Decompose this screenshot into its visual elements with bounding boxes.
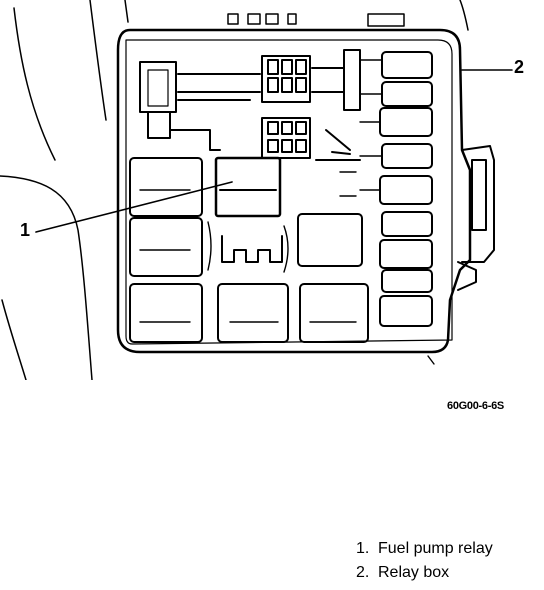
legend-number: 2. [356,564,370,581]
right-relay-column [359,51,433,327]
relay-grid [129,157,369,343]
harness-lines [0,0,469,381]
legend-label: Fuel pump relay [378,540,493,557]
leader-line-1 [35,181,233,233]
upper-left-components [139,61,261,151]
callout-2-label: 2 [514,57,525,77]
callout-1-label: 1 [20,220,31,240]
top-connector-tabs [227,13,405,27]
legend-number: 1. [356,540,370,557]
legend-item-fuel-pump-relay: 1. Fuel pump relay [356,537,493,561]
vertical-fuse [311,49,361,161]
fuse-block-upper [261,55,311,103]
relay-box-diagram [0,0,513,381]
center-connector [207,221,289,273]
side-bracket [457,145,495,291]
relay-box-outline [116,28,472,354]
figure-code: 60G00-6-6S [447,400,504,412]
legend: 1. Fuel pump relay 2. Relay box [356,537,493,585]
fuse-block-lower [261,117,311,159]
detail-dashes [139,171,435,365]
legend-label: Relay box [378,564,450,581]
fuel-pump-relay-shape [214,156,282,218]
legend-item-relay-box: 2. Relay box [356,561,493,585]
